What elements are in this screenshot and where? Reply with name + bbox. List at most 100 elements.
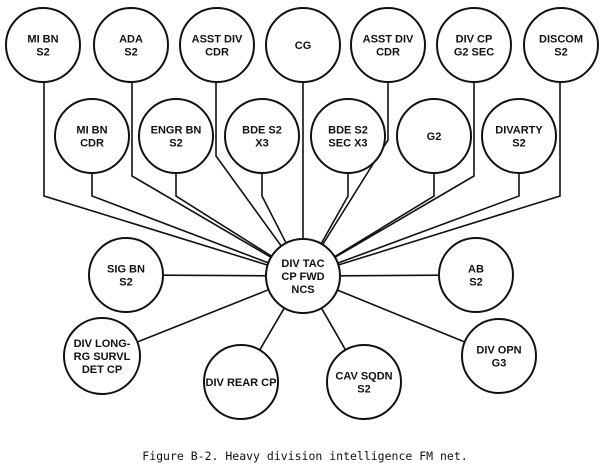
- node-label: S2: [469, 277, 482, 289]
- link-asst-div-cdr-2: [321, 82, 389, 246]
- node-label: AB: [468, 264, 484, 276]
- node-label: CDR: [80, 138, 104, 150]
- node-label: S2: [36, 47, 49, 59]
- node-label: DISCOM: [539, 34, 583, 46]
- node-label: MI BN: [27, 34, 58, 46]
- node-circle: [396, 98, 472, 174]
- node-label: NCS: [291, 284, 314, 296]
- node-circle: [224, 98, 300, 174]
- figure-caption: Figure B-2. Heavy division intelligence …: [142, 449, 468, 463]
- node-label: X3: [255, 138, 268, 150]
- node-label: G3: [492, 358, 507, 370]
- link-bde-s2-x3: [261, 173, 287, 244]
- node-label: G2 SEC: [454, 47, 494, 59]
- node-circle: [93, 7, 169, 83]
- node-circle: [54, 98, 130, 174]
- link-bde-s2-sec-x3: [320, 173, 349, 245]
- node-circle: [436, 7, 512, 83]
- node-label: DIV TAC: [281, 258, 324, 270]
- node-label: ENGR BN: [151, 125, 202, 137]
- link-g2: [334, 173, 435, 258]
- node-label: SEC X3: [328, 138, 367, 150]
- node-label: S2: [554, 47, 567, 59]
- node-label: S2: [169, 138, 182, 150]
- node-label: DET CP: [82, 364, 122, 376]
- node-label: CP FWD: [281, 271, 324, 283]
- node-label: DIV OPN: [476, 345, 521, 357]
- node-label: BDE S2: [328, 125, 368, 137]
- node-label: RG SURVL: [74, 351, 131, 363]
- link-cav-sqdn-s2: [320, 307, 347, 351]
- node-label: CDR: [205, 47, 229, 59]
- node-g2: G2: [396, 98, 472, 174]
- node-circle: [265, 238, 341, 314]
- link-mi-bn-s2: [43, 82, 268, 266]
- node-label: CG: [295, 40, 312, 52]
- node-label: SIG BN: [107, 264, 145, 276]
- node-label: DIV REAR CP: [206, 377, 277, 389]
- link-ada-s2: [131, 82, 272, 259]
- node-label: CAV SQDN: [335, 371, 392, 383]
- node-circle: [138, 98, 214, 174]
- node-label: ASST DIV: [192, 34, 243, 46]
- node-label: DIV CP: [456, 34, 493, 46]
- link-discom-s2: [338, 82, 561, 266]
- node-label: G2: [427, 131, 442, 143]
- link-engr-bn-s2: [175, 173, 273, 257]
- node-circle: [438, 237, 514, 313]
- node-circle: [265, 7, 341, 83]
- node-circle: [5, 7, 81, 83]
- node-cg: CG: [265, 7, 341, 83]
- link-div-rear-cp: [258, 307, 286, 351]
- node-circle: [523, 7, 599, 83]
- node-circle: [179, 7, 255, 83]
- link-div-opn-g3: [336, 289, 466, 343]
- node-label: MI BN: [76, 125, 107, 137]
- node-label: S2: [512, 138, 525, 150]
- node-label: ADA: [119, 34, 143, 46]
- node-div-rear-cp: DIV REAR CP: [203, 344, 279, 420]
- node-label: CDR: [376, 47, 400, 59]
- link-div-long-rg-survl: [137, 288, 269, 343]
- link-divarty-s2: [337, 173, 520, 264]
- link-sig-bn-s2: [162, 274, 267, 277]
- link-ab-s2: [339, 274, 440, 277]
- node-label: ASST DIV: [363, 34, 414, 46]
- node-label: DIVARTY: [495, 125, 543, 137]
- node-circle: [461, 318, 537, 394]
- node-circle: [326, 344, 402, 420]
- node-circle: [481, 98, 557, 174]
- connection-lines: [43, 82, 561, 351]
- node-label: DIV LONG-: [74, 338, 131, 350]
- node-label: S2: [357, 384, 370, 396]
- link-div-cp-g2-sec: [334, 82, 475, 259]
- node-label: BDE S2: [242, 125, 282, 137]
- node-circle: [63, 317, 141, 395]
- node-circle: [88, 237, 164, 313]
- node-label: S2: [124, 47, 137, 59]
- link-mi-bn-cdr: [91, 173, 269, 264]
- link-asst-div-cdr-1: [215, 82, 282, 247]
- node-circle: [310, 98, 386, 174]
- node-circle: [203, 344, 279, 420]
- node-circle: [350, 7, 426, 83]
